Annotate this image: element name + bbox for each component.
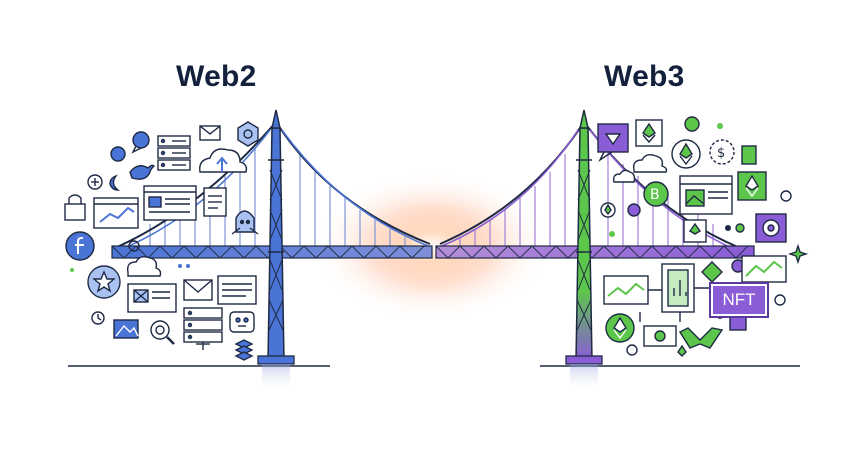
plus-icon: [87, 174, 103, 190]
token-chat-icon: [597, 123, 629, 163]
chat-bubble-icon: [110, 146, 126, 162]
image-card-icon: [127, 283, 177, 313]
gear-icon: [128, 240, 140, 252]
wallet-icon: [755, 213, 787, 243]
envelope-icon: [183, 279, 213, 301]
cash-icon: [643, 325, 677, 347]
browser-chart-icon: [679, 175, 733, 215]
server-icon: [157, 135, 191, 171]
web2-heading: Web2: [176, 60, 257, 93]
stocks-icon: [741, 255, 787, 283]
facebook-icon: [65, 231, 95, 261]
ethereum-icon: [737, 171, 767, 201]
text-card-icon: [217, 275, 257, 305]
cloud-icon: [126, 255, 162, 277]
web3-icon-cluster: $ B: [597, 116, 809, 357]
gear-dollar-icon: $: [709, 139, 735, 165]
code-icon: [729, 315, 747, 331]
stack-icon: [234, 339, 254, 361]
cloud-icon: [632, 153, 668, 173]
ethereum-chat-icon: [683, 219, 707, 243]
stocks-icon: [603, 275, 649, 305]
svg-text:$: $: [717, 146, 725, 161]
star-badge-icon: [87, 265, 121, 299]
bitcoin-icon: B: [643, 181, 669, 207]
nft-badge: NFT: [711, 284, 767, 316]
clock-icon: [91, 311, 105, 325]
handshake-icon: [678, 327, 724, 349]
cloud-upload-icon: [199, 148, 248, 173]
photo-icon: [113, 319, 139, 339]
phone-chart-icon: [661, 263, 695, 313]
search-icon: [150, 320, 175, 345]
ethereum-coin-icon: [671, 139, 701, 169]
web3-heading: Web3: [604, 60, 685, 93]
cloud-icon: [612, 169, 636, 183]
bird-icon: [129, 164, 155, 180]
document-icon: [203, 187, 227, 217]
web2-bridge: [111, 109, 433, 392]
mascot-icon: [231, 210, 259, 235]
shield-icon: [237, 121, 259, 147]
svg-text:B: B: [650, 187, 660, 203]
web2-icon-cluster: [64, 121, 259, 361]
moon-icon: [109, 174, 121, 191]
web3-bridge: [435, 109, 755, 392]
document-icon: [143, 185, 197, 221]
ethereum-coin-icon: [600, 202, 616, 218]
chat-bubble-icon: [131, 131, 150, 154]
server-rack-icon: [183, 307, 223, 350]
lock-icon: [64, 194, 86, 221]
ethereum-icon: [635, 119, 663, 147]
sparkle-icon: [787, 243, 809, 265]
ethereum-coin-icon: [605, 313, 635, 343]
mail-icon: [199, 125, 221, 141]
browser-chart-icon: [93, 197, 139, 229]
coin-icon: [701, 261, 723, 283]
robot-icon: [229, 311, 255, 333]
